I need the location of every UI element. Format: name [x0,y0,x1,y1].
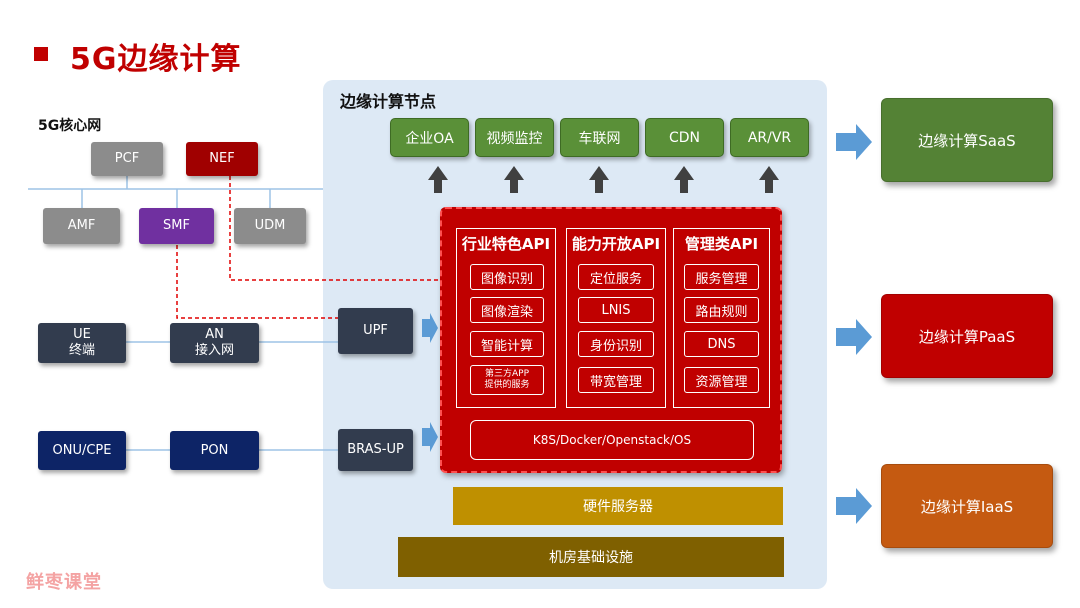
capability-api-header: 能力开放API [571,235,661,253]
saas-arrow-icon [836,124,872,160]
onu-cpe-node: ONU/CPE [38,431,126,470]
ue-node: UE 终端 [38,323,126,363]
paas-box: 边缘计算PaaS [881,294,1053,378]
api-item: 图像识别 [470,264,544,290]
saas-box: 边缘计算SaaS [881,98,1053,182]
up-arrow-icon [428,166,448,193]
page-title: 5G边缘计算 [70,42,242,77]
nef-node: NEF [186,142,258,176]
iaas-box: 边缘计算IaaS [881,464,1053,548]
capability-api-column [566,228,666,408]
api-item: 路由规则 [684,297,759,323]
app-enterprise-oa: 企业OA [390,118,469,157]
up-arrow-icon [504,166,524,193]
smf-node: SMF [139,208,214,244]
management-api-header: 管理类API [684,235,759,253]
api-item: LNIS [578,297,654,323]
industry-api-header: 行业特色API [461,235,551,253]
an-label: AN [205,327,224,342]
api-item: DNS [684,331,759,357]
api-item: 定位服务 [578,264,654,290]
api-item-line: 提供的服务 [484,380,530,390]
platform-layer: K8S/Docker/Openstack/OS [470,420,754,460]
upf-arrow-icon [422,313,438,343]
bras-arrow-icon [422,422,438,452]
watermark-logo: 鲜枣课堂 [26,572,102,593]
app-ar-vr: AR/VR [730,118,809,157]
api-item: 第三方APP 提供的服务 [470,365,544,395]
smf-upf-dashed-path [176,245,338,319]
an-node: AN 接入网 [170,323,259,363]
management-api-column [673,228,770,408]
api-item: 带宽管理 [578,367,654,393]
udm-node: UDM [234,208,306,244]
core-network-label: 5G核心网 [38,118,102,134]
api-item: 图像渲染 [470,297,544,323]
api-item-line: 第三方APP [484,369,529,379]
api-item: 服务管理 [684,264,759,290]
up-arrow-icon [759,166,779,193]
pcf-node: PCF [91,142,163,176]
bras-up-node: BRAS-UP [338,429,413,471]
iaas-arrow-icon [836,488,872,524]
edge-node-title: 边缘计算节点 [340,92,437,111]
api-item: 身份识别 [578,331,654,357]
app-vehicle-network: 车联网 [560,118,639,157]
ue-label: UE [73,327,91,342]
api-item: 资源管理 [684,367,759,393]
up-arrow-icon [589,166,609,193]
paas-arrow-icon [836,319,872,355]
app-cdn: CDN [645,118,724,157]
pon-node: PON [170,431,259,470]
an-sublabel: 接入网 [194,343,234,358]
api-item: 智能计算 [470,331,544,357]
title-bullet-icon [34,47,48,61]
amf-node: AMF [43,208,120,244]
infrastructure-layer: 机房基础设施 [398,537,784,577]
api-layer [440,207,782,473]
up-arrow-icon [674,166,694,193]
hardware-layer: 硬件服务器 [453,487,783,525]
ue-sublabel: 终端 [68,343,95,358]
upf-node: UPF [338,308,413,354]
app-video-surveillance: 视频监控 [475,118,554,157]
industry-api-column [456,228,556,408]
